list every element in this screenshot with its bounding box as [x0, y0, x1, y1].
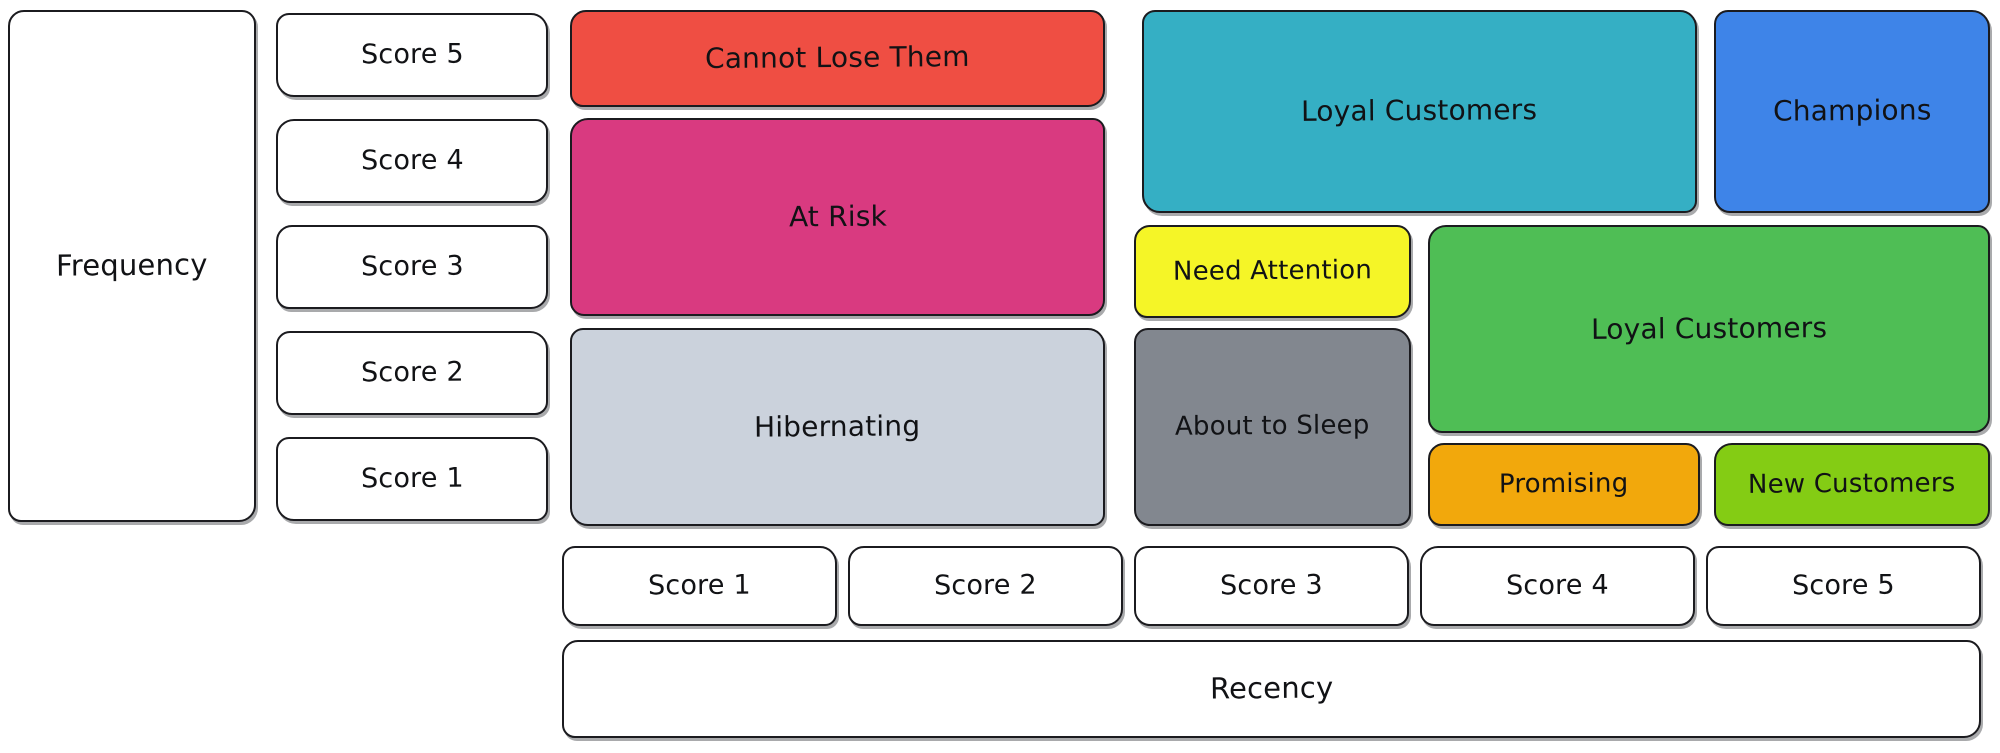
segment-hibernating-label: Hibernating	[754, 409, 921, 444]
frequency-score-2[interactable]: Score 2	[276, 331, 548, 415]
frequency-score-4[interactable]: Score 4	[276, 119, 548, 203]
recency-score-1[interactable]: Score 1	[562, 546, 837, 626]
segment-at-risk[interactable]: At Risk	[570, 118, 1105, 316]
segment-hibernating[interactable]: Hibernating	[570, 328, 1105, 526]
frequency-score-3[interactable]: Score 3	[276, 225, 548, 309]
recency-score-3-label: Score 3	[1219, 570, 1324, 602]
segment-new-customers[interactable]: New Customers	[1714, 443, 1990, 526]
frequency-score-2-label: Score 2	[360, 357, 464, 389]
segment-about-to-sleep-label: About to Sleep	[1175, 410, 1370, 442]
frequency-axis-label: Frequency	[8, 10, 256, 522]
frequency-score-3-label: Score 3	[360, 251, 464, 283]
segment-cannot-lose-them-label: Cannot Lose Them	[705, 40, 970, 76]
frequency-score-5[interactable]: Score 5	[276, 13, 548, 97]
segment-promising[interactable]: Promising	[1428, 443, 1700, 526]
segment-promising-label: Promising	[1499, 468, 1629, 500]
segment-need-attention[interactable]: Need Attention	[1134, 225, 1411, 318]
recency-axis-label: Recency	[562, 640, 1981, 738]
recency-score-5[interactable]: Score 5	[1706, 546, 1981, 626]
segment-cannot-lose-them[interactable]: Cannot Lose Them	[570, 10, 1105, 107]
recency-score-1-label: Score 1	[647, 570, 752, 602]
segment-champions[interactable]: Champions	[1714, 10, 1990, 213]
recency-score-4-label: Score 4	[1505, 570, 1610, 602]
segment-at-risk-label: At Risk	[788, 199, 887, 234]
recency-score-2[interactable]: Score 2	[848, 546, 1123, 626]
frequency-score-4-label: Score 4	[360, 145, 464, 177]
recency-score-3[interactable]: Score 3	[1134, 546, 1409, 626]
recency-score-5-label: Score 5	[1791, 570, 1896, 602]
segment-need-attention-label: Need Attention	[1172, 254, 1373, 287]
segment-loyal-customers-green[interactable]: Loyal Customers	[1428, 225, 1990, 433]
frequency-score-1-label: Score 1	[360, 463, 464, 495]
frequency-score-1[interactable]: Score 1	[276, 437, 548, 521]
segment-new-customers-label: New Customers	[1748, 467, 1956, 500]
segment-champions-label: Champions	[1772, 93, 1932, 129]
recency-score-2-label: Score 2	[933, 570, 1038, 602]
segment-loyal-customers-green-label: Loyal Customers	[1590, 310, 1828, 346]
recency-axis-text: Recency	[1209, 670, 1334, 706]
segment-loyal-customers-teal-label: Loyal Customers	[1301, 93, 1538, 129]
frequency-axis-text: Frequency	[56, 247, 208, 283]
frequency-score-5-label: Score 5	[360, 39, 464, 71]
recency-score-4[interactable]: Score 4	[1420, 546, 1695, 626]
segment-loyal-customers-teal[interactable]: Loyal Customers	[1142, 10, 1697, 213]
segment-about-to-sleep[interactable]: About to Sleep	[1134, 328, 1411, 526]
